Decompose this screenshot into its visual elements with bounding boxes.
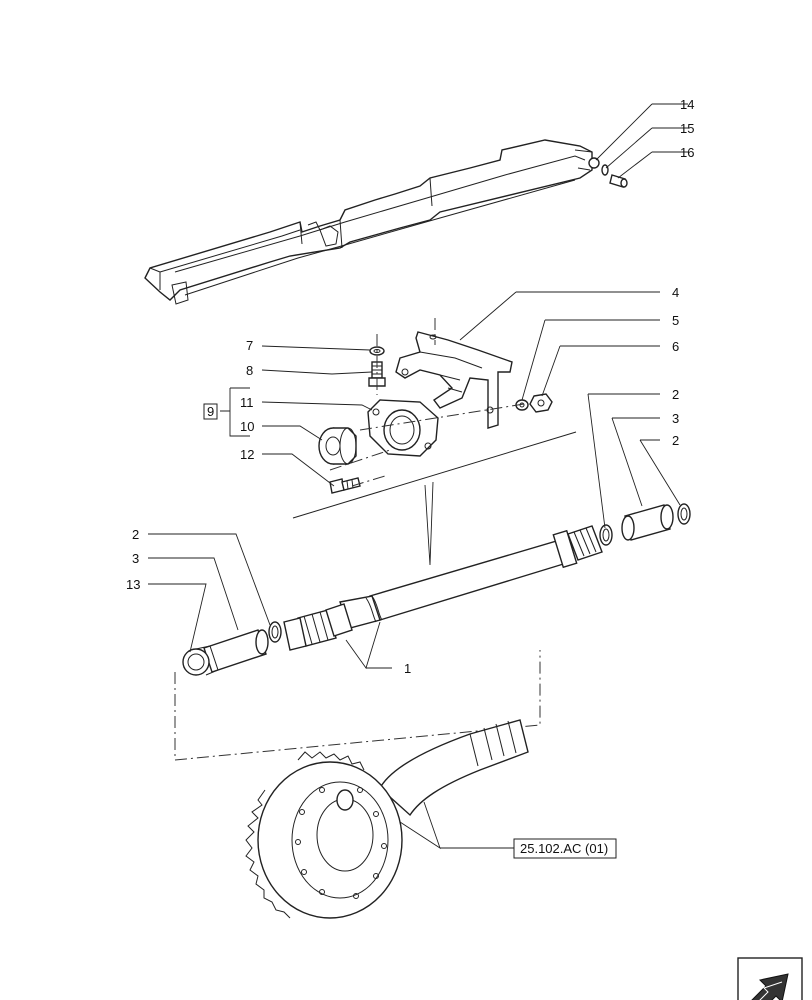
label-16: 16 bbox=[680, 145, 694, 160]
sleeve-3-right bbox=[621, 504, 674, 541]
main-shaft-1 bbox=[283, 525, 603, 651]
circlip-2-right-a bbox=[599, 524, 613, 546]
label-3-left: 3 bbox=[132, 551, 139, 566]
bolt-12 bbox=[329, 477, 361, 494]
label-11: 11 bbox=[240, 395, 254, 410]
bearing-10 bbox=[318, 427, 357, 465]
reference-label: 25.102.AC (01) bbox=[520, 841, 608, 856]
reference-box bbox=[513, 838, 617, 859]
circlip-2-right-b bbox=[677, 503, 691, 525]
label-6: 6 bbox=[672, 339, 679, 354]
rail-end-eye-icon bbox=[588, 157, 600, 169]
label-1: 1 bbox=[404, 661, 411, 676]
sleeve-3-left bbox=[203, 629, 269, 673]
label-14: 14 bbox=[680, 97, 694, 112]
section-divider bbox=[292, 431, 577, 519]
label-13: 13 bbox=[126, 577, 140, 592]
assembly-line-top bbox=[329, 318, 525, 487]
bearing-housing-11 bbox=[367, 399, 439, 457]
ring-13 bbox=[182, 645, 219, 676]
label-2-right-b: 2 bbox=[672, 433, 679, 448]
nut-6 bbox=[529, 393, 553, 413]
label-4: 4 bbox=[672, 285, 679, 300]
label-3-right: 3 bbox=[672, 411, 679, 426]
label-12: 12 bbox=[240, 447, 254, 462]
label-2-left: 2 bbox=[132, 527, 139, 542]
bracket-4 bbox=[395, 331, 513, 429]
leader-lines bbox=[148, 103, 688, 850]
label-5: 5 bbox=[672, 313, 679, 328]
label-2-right-a: 2 bbox=[672, 387, 679, 402]
label-7: 7 bbox=[246, 338, 253, 353]
label-10: 10 bbox=[240, 419, 254, 434]
label-9: 9 bbox=[207, 404, 214, 419]
bevel-gear-assembly bbox=[245, 719, 529, 919]
label-8: 8 bbox=[246, 363, 253, 378]
circlip-2-left bbox=[268, 621, 282, 643]
reference-link[interactable]: 25.102.AC (01) bbox=[513, 838, 617, 859]
callout-labels: 14 15 16 4 5 6 7 8 9 11 10 12 2 3 2 2 3 … bbox=[126, 97, 694, 676]
page-navigation-arrow-icon[interactable] bbox=[737, 957, 803, 1000]
assembly-line-bottom bbox=[174, 650, 541, 761]
label-15: 15 bbox=[680, 121, 694, 136]
upper-rail-assembly bbox=[144, 139, 628, 305]
label-9-box bbox=[203, 403, 218, 420]
